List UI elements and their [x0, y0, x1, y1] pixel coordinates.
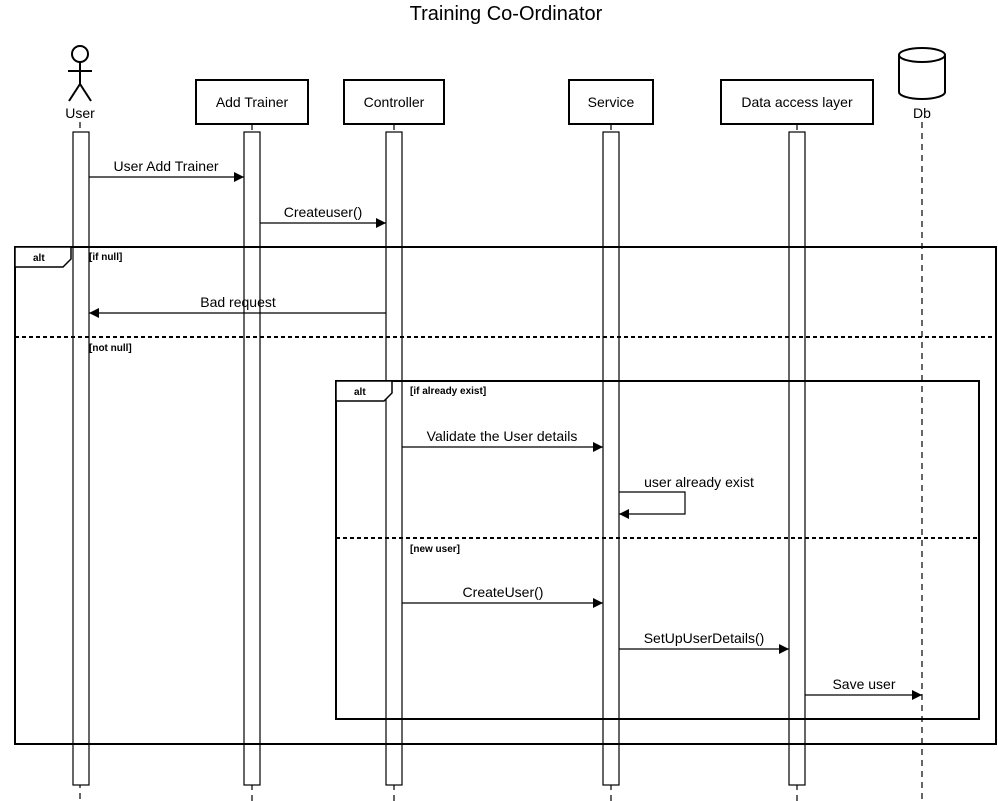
participant-service: Service: [568, 79, 654, 125]
user-actor-icon: [68, 45, 92, 102]
outer-alt-guard-if-null: [if null]: [89, 252, 122, 263]
participant-controller: Controller: [343, 79, 445, 125]
outer-alt-operator: alt: [33, 253, 45, 264]
activation-user: [72, 131, 90, 786]
activation-dal: [788, 131, 806, 786]
activation-service: [602, 131, 620, 786]
message-label-save-user: Save user: [832, 676, 895, 692]
inner-alt-operator: alt: [354, 387, 366, 398]
database-icon: [898, 47, 946, 100]
diagram-title: Training Co-Ordinator: [410, 3, 603, 25]
activation-add-trainer: [243, 131, 261, 786]
participant-dal-label: Data access layer: [741, 94, 853, 110]
message-label-setup-user-details: SetUpUserDetails(): [644, 630, 765, 646]
participant-user-label: User: [65, 105, 95, 121]
message-label-createuser: Createuser(): [284, 204, 363, 220]
message-label-validate: Validate the User details: [427, 428, 578, 444]
participant-db-label: Db: [913, 105, 931, 121]
message-arrow-self-already-exist: [619, 491, 686, 519]
participant-dal: Data access layer: [720, 79, 874, 125]
activation-controller: [385, 131, 403, 786]
participant-add-trainer-label: Add Trainer: [216, 94, 289, 110]
message-label-bad-request: Bad request: [200, 294, 276, 310]
inner-alt-guard-new-user: [new user]: [410, 544, 460, 555]
participant-add-trainer: Add Trainer: [195, 79, 309, 125]
inner-alt-guard-if-already-exist: [if already exist]: [410, 386, 486, 397]
message-label-create-user: CreateUser(): [463, 584, 544, 600]
participant-controller-label: Controller: [364, 94, 425, 110]
message-label-already-exist: user already exist: [644, 474, 754, 490]
activation-bars: [72, 131, 806, 786]
outer-alt-guard-not-null: [not null]: [89, 343, 132, 354]
inner-alt-fragment: [335, 380, 980, 720]
message-label-user-add-trainer: User Add Trainer: [113, 158, 218, 174]
outer-alt-fragment: [14, 246, 997, 745]
participant-service-label: Service: [588, 94, 635, 110]
